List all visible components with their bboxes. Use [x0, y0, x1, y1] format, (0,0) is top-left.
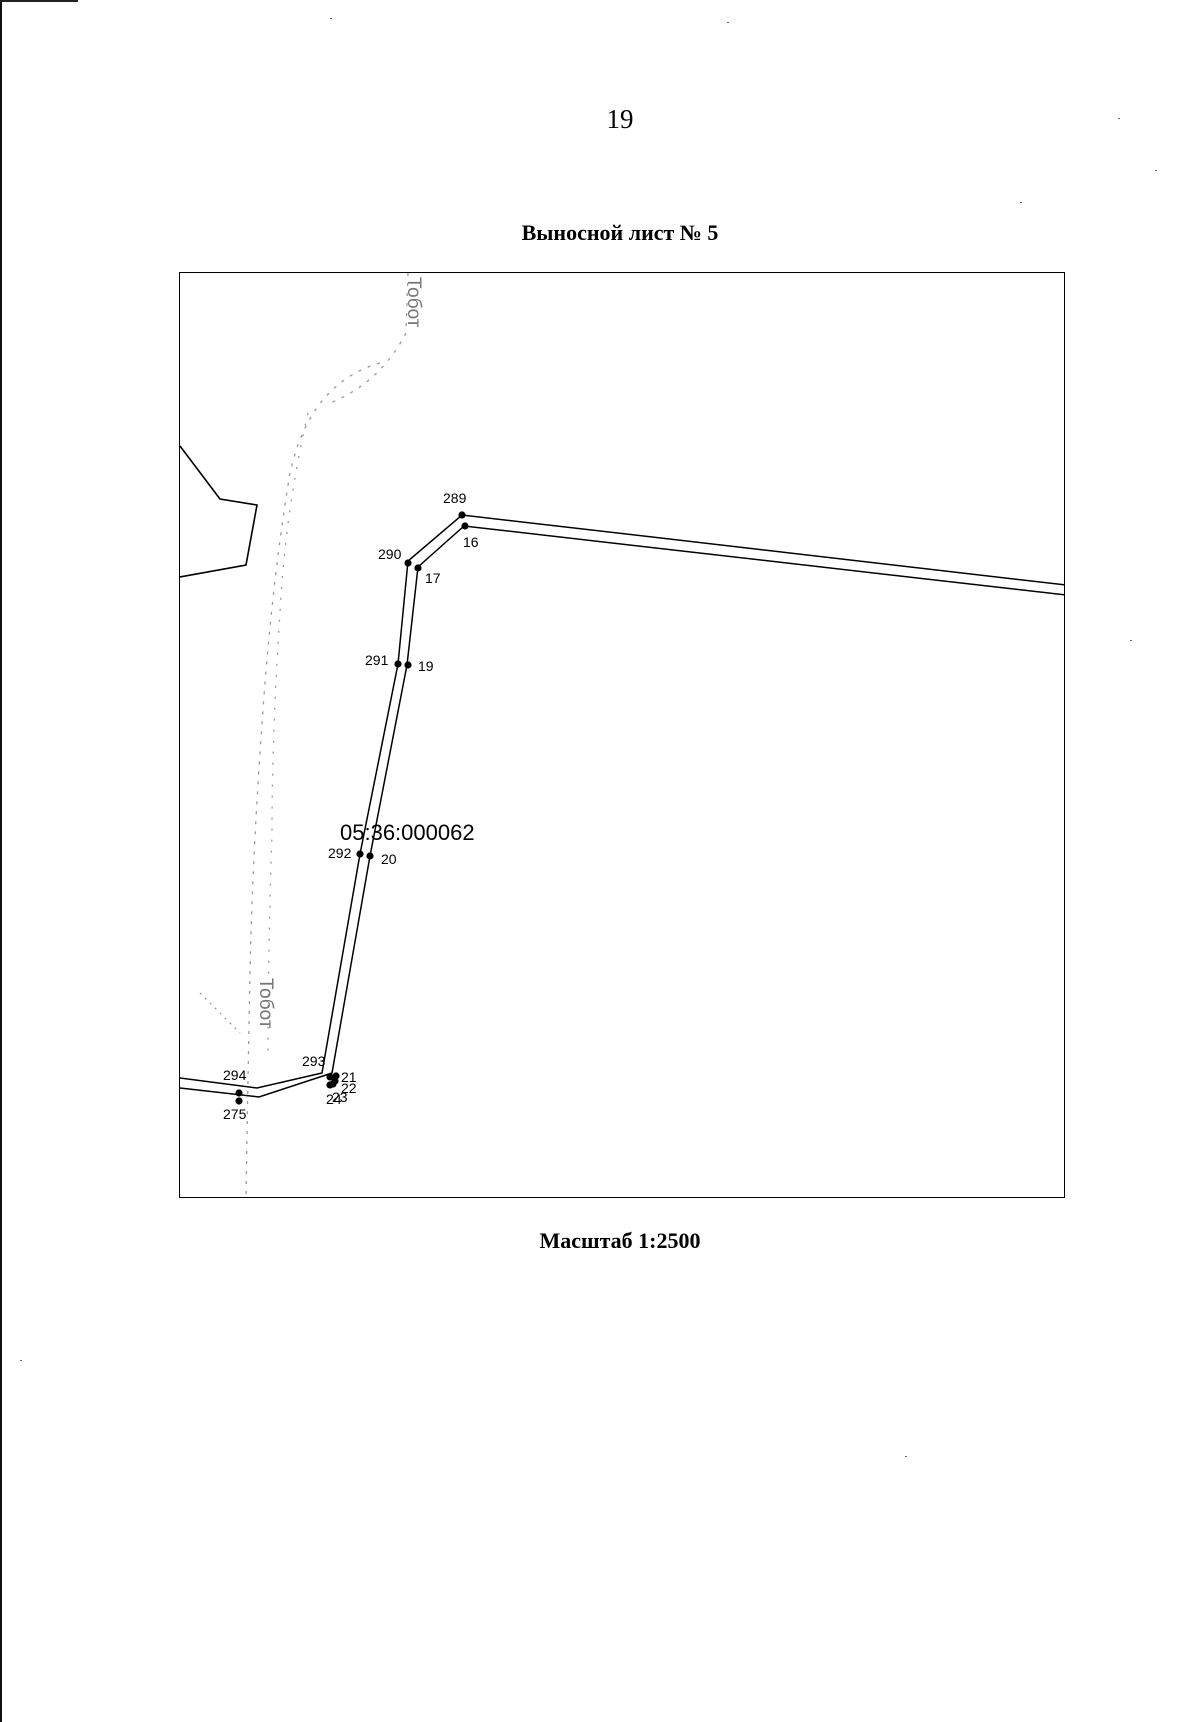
vertex-16	[461, 522, 469, 530]
page-number: 19	[606, 104, 634, 134]
vertex-290	[404, 559, 412, 567]
scan-speck	[1155, 170, 1157, 171]
point-label-16: 16	[463, 534, 479, 550]
vertex-275	[235, 1097, 243, 1105]
map-frame[interactable]: 289 16 290 17 291 19 292 20 293 21 22 23…	[179, 272, 1065, 1198]
page-left-edge	[0, 0, 2, 1722]
point-label-22: 22	[341, 1080, 357, 1096]
vertex-19	[404, 661, 412, 669]
cadastral-map[interactable]: 289 16 290 17 291 19 292 20 293 21 22 23…	[180, 273, 1065, 1198]
point-label-23: 23	[332, 1089, 348, 1105]
vertex-294	[235, 1089, 243, 1097]
road-name-bottom: Тобот	[255, 978, 276, 1029]
point-label-20: 20	[381, 851, 397, 867]
boundary-vertices	[235, 511, 469, 1105]
point-label-293: 293	[302, 1053, 326, 1069]
vertex-292	[356, 850, 364, 858]
scan-speck	[1130, 640, 1132, 641]
scan-speck	[727, 22, 729, 23]
vertex-labels: 289 16 290 17 291 19 292 20 293 21 22 23…	[223, 490, 479, 1122]
parcel-cadastral-number: 05:36:000062	[340, 820, 475, 845]
scan-speck	[20, 1360, 22, 1361]
vertex-291	[394, 660, 402, 668]
point-label-290: 290	[378, 546, 402, 562]
road-name-top: Тобот	[403, 277, 424, 328]
vertex-24	[326, 1081, 334, 1089]
neighbor-parcel-boundary	[180, 445, 258, 578]
scan-speck	[1020, 202, 1022, 203]
point-label-17: 17	[425, 570, 441, 586]
vertex-293	[326, 1073, 334, 1081]
parcel-boundary	[180, 514, 1064, 1098]
map-scale: Масштаб 1:2500	[539, 1228, 701, 1253]
sheet-title: Выносной лист № 5	[521, 220, 719, 245]
road-outline	[199, 273, 409, 1197]
vertex-17	[414, 564, 422, 572]
scan-speck	[905, 1456, 907, 1457]
vertex-289	[458, 511, 466, 519]
point-label-292: 292	[328, 845, 352, 861]
scan-speck	[1118, 118, 1120, 119]
scan-speck	[330, 18, 332, 19]
point-label-289: 289	[443, 490, 467, 506]
point-label-21: 21	[341, 1069, 357, 1085]
point-label-294: 294	[223, 1067, 247, 1083]
point-label-275: 275	[223, 1106, 247, 1122]
vertex-20	[366, 852, 374, 860]
point-label-291: 291	[365, 652, 389, 668]
point-label-24: 24	[326, 1091, 342, 1107]
point-label-19: 19	[418, 658, 434, 674]
page-top-rule	[0, 0, 78, 2]
